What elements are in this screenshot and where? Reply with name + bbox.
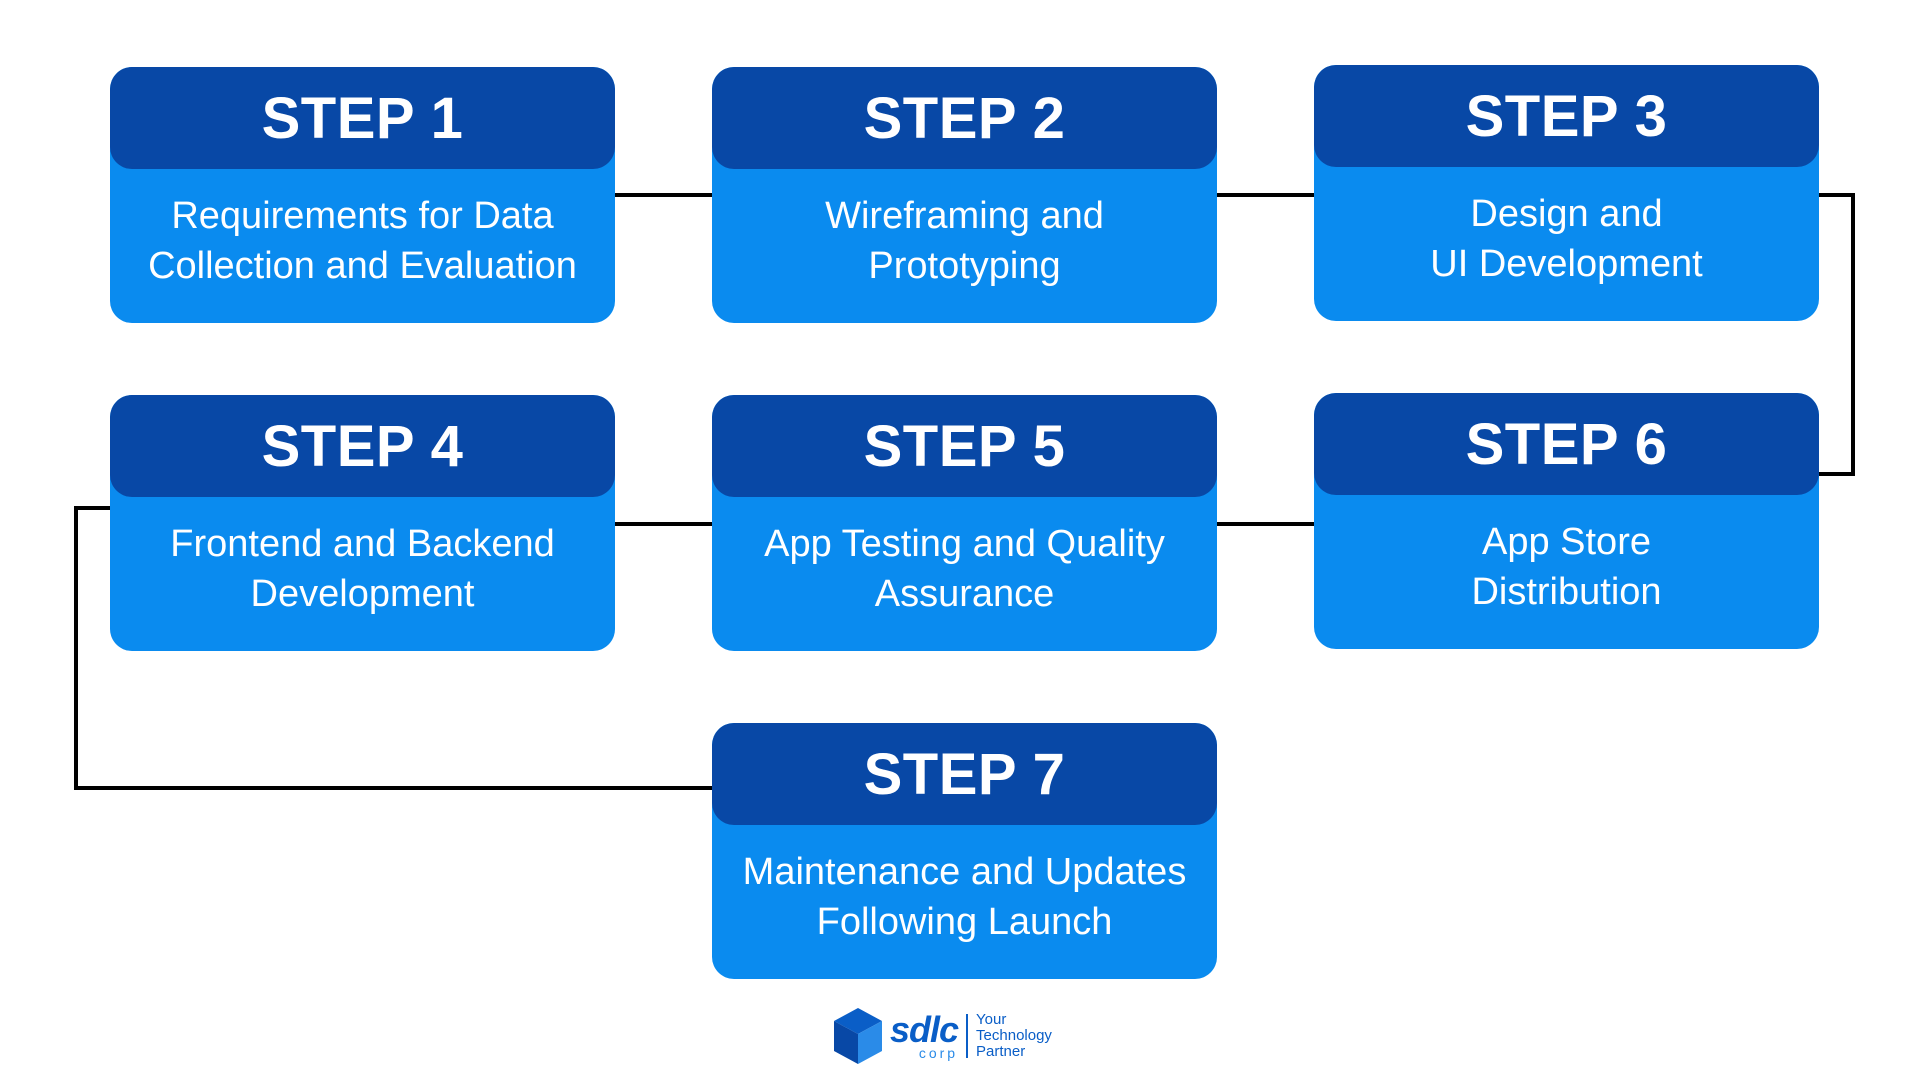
step-4-header: STEP 4 bbox=[110, 395, 615, 497]
step-2-card: STEP 2 Wireframing and Prototyping bbox=[712, 67, 1217, 323]
step-6-card: STEP 6 App Store Distribution bbox=[1314, 393, 1819, 649]
step-7-header: STEP 7 bbox=[712, 723, 1217, 825]
step-6-description: App Store Distribution bbox=[1471, 520, 1662, 613]
connector-step3-step6 bbox=[1819, 193, 1855, 476]
step-3-description: Design and UI Development bbox=[1430, 192, 1703, 285]
step-3-card: STEP 3 Design and UI Development bbox=[1314, 65, 1819, 321]
cube-icon bbox=[834, 1008, 882, 1064]
step-3-header: STEP 3 bbox=[1314, 65, 1819, 167]
step-5-header: STEP 5 bbox=[712, 395, 1217, 497]
step-4-description: Frontend and Backend Development bbox=[170, 522, 555, 615]
step-5-description: App Testing and Quality Assurance bbox=[764, 522, 1165, 615]
logo-tagline-line-3: Partner bbox=[976, 1043, 1026, 1060]
logo-tagline-line-2: Technology bbox=[976, 1027, 1052, 1044]
logo-name: sdlc bbox=[890, 1009, 959, 1050]
logo-divider bbox=[966, 1014, 969, 1058]
step-1-card: STEP 1 Requirements for Data Collection … bbox=[110, 67, 615, 323]
logo-tagline-line-1: Your bbox=[976, 1011, 1007, 1028]
logo-sub: corp bbox=[918, 1045, 959, 1061]
step-7-card: STEP 7 Maintenance and Updates Following… bbox=[712, 723, 1217, 979]
brand-logo: sdlc corp Your Technology Partner bbox=[832, 1005, 1052, 1067]
logo-tagline: Your Technology Partner bbox=[976, 1012, 1052, 1060]
step-2-header: STEP 2 bbox=[712, 67, 1217, 169]
connector-step4-step7 bbox=[74, 506, 712, 790]
step-1-header: STEP 1 bbox=[110, 67, 615, 169]
step-5-card: STEP 5 App Testing and Quality Assurance bbox=[712, 395, 1217, 651]
step-6-header: STEP 6 bbox=[1314, 393, 1819, 495]
step-2-description: Wireframing and Prototyping bbox=[825, 194, 1104, 287]
step-7-description: Maintenance and Updates Following Launch bbox=[742, 850, 1187, 943]
step-4-card: STEP 4 Frontend and Backend Development bbox=[110, 395, 615, 651]
step-1-description: Requirements for Data Collection and Eva… bbox=[148, 194, 577, 287]
